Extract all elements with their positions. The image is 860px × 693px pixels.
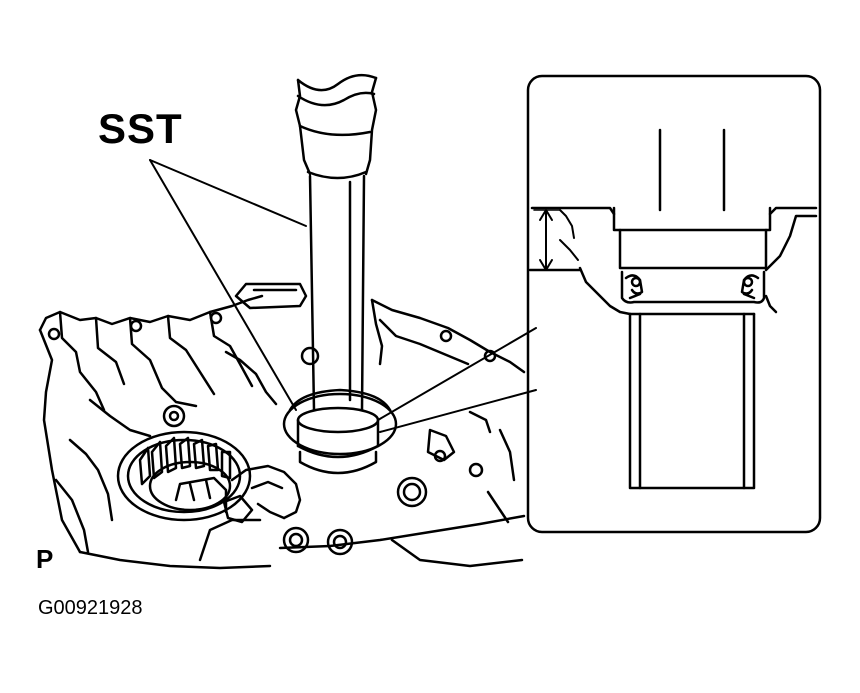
- view-letter: P: [36, 544, 54, 574]
- special-service-tool: [294, 73, 380, 475]
- seal-bore: [282, 388, 398, 456]
- needle-bearing: [116, 430, 302, 522]
- sst-callout-label: SST: [98, 105, 183, 152]
- figure-code: G00921928: [38, 597, 143, 619]
- detail-inset: [526, 74, 822, 534]
- magnification-lines: [377, 327, 537, 433]
- oil-seal: [620, 270, 766, 304]
- transmission-case: [38, 282, 526, 570]
- callout-leader-lines: [149, 159, 307, 411]
